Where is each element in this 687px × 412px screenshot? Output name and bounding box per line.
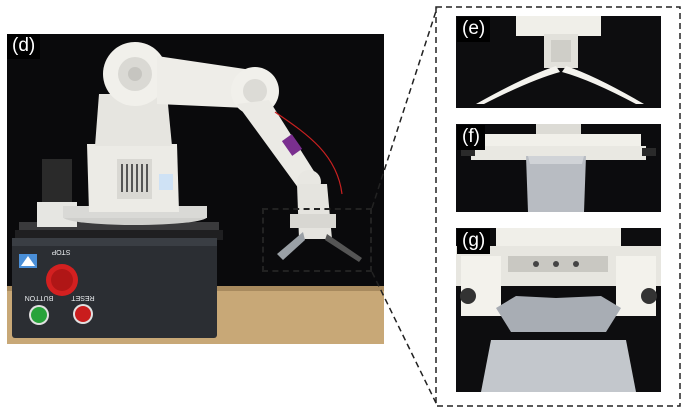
button-label: BUTTON (25, 294, 54, 301)
control-box-logo-icon (19, 254, 37, 268)
photo-robot-arm: STOP BUTTON RESET (7, 34, 384, 344)
panel-label-f: (f) (457, 125, 485, 150)
panel-label-g: (g) (457, 229, 491, 254)
photo-gripper-holding-sheet (456, 124, 661, 212)
inset-frame (435, 6, 681, 407)
zoom-region-box (262, 208, 372, 272)
control-box (12, 238, 217, 338)
reset-label: RESET (71, 294, 95, 301)
photo-gripper-open (456, 16, 661, 108)
green-button (31, 307, 47, 323)
panel-label-d: (d) (7, 34, 41, 59)
panel-label-e: (e) (457, 17, 491, 42)
stop-label: STOP (51, 248, 70, 255)
photo-gripper-closeup (456, 228, 661, 392)
reset-button (75, 306, 91, 322)
robot-arm-scene: STOP BUTTON RESET (7, 34, 384, 344)
